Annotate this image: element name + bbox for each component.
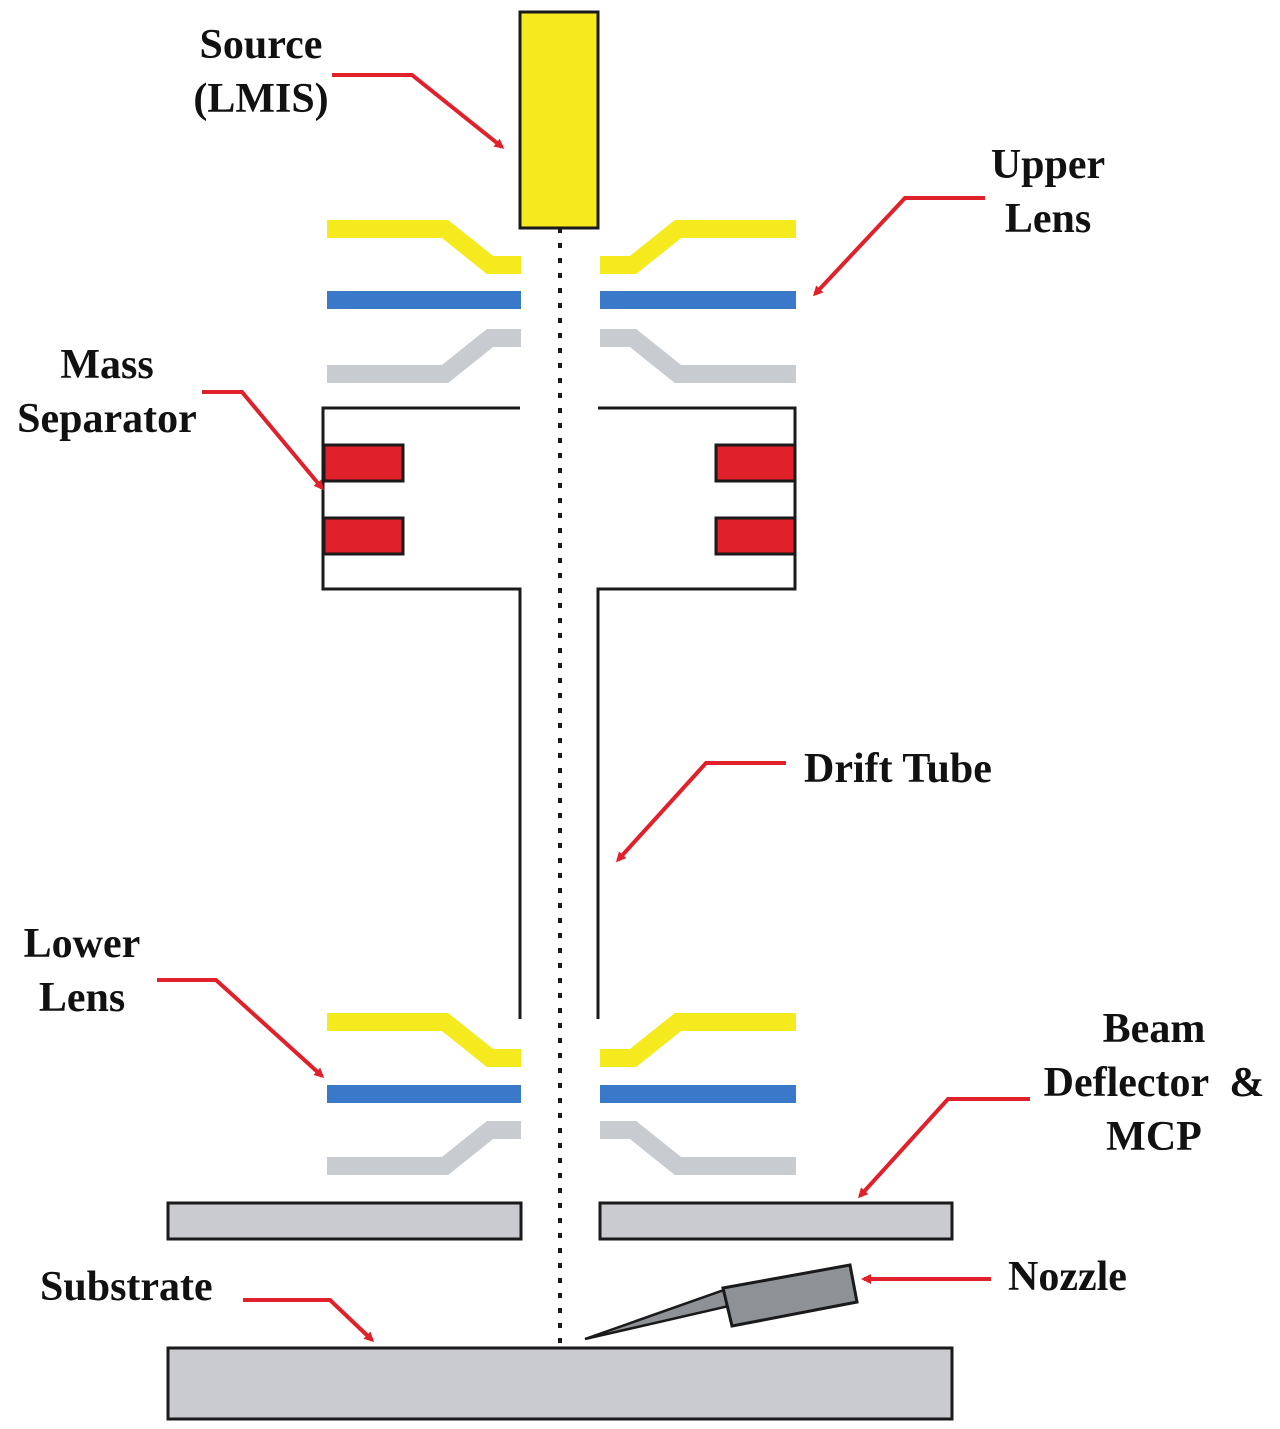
lower-lens-top-right: [600, 1013, 796, 1067]
label-nozzle-text: Nozzle: [1008, 1254, 1127, 1300]
upper-lens-bottom-left: [327, 329, 521, 383]
label-beam-deflector: Beam Deflector & MCP: [1030, 1002, 1278, 1164]
label-drift-tube-text: Drift Tube: [804, 746, 992, 792]
label-nozzle: Nozzle: [1008, 1250, 1127, 1304]
label-lower-lens: Lower Lens: [10, 917, 154, 1025]
lower-lens-bottom-left: [327, 1121, 521, 1175]
label-source-line1: Source: [199, 22, 323, 68]
label-upper-lens-line1: Upper: [990, 142, 1106, 188]
source-block: [518, 10, 600, 230]
label-mass-separator: Mass Separator: [2, 338, 212, 446]
label-substrate-text: Substrate: [40, 1264, 213, 1310]
annotation-arrows: [157, 73, 1030, 1343]
label-source: Source (LMIS): [176, 18, 346, 126]
label-substrate: Substrate: [40, 1260, 213, 1314]
label-lower-lens-line1: Lower: [23, 921, 141, 967]
arrow-lower-lens: [157, 978, 325, 1079]
label-mass-separator-line2: Separator: [17, 396, 197, 442]
upper-lens: [327, 220, 796, 383]
lower-lens: [327, 1013, 796, 1175]
label-upper-lens: Upper Lens: [976, 138, 1120, 246]
lower-lens-top-left: [327, 1013, 521, 1067]
substrate-block: [166, 1346, 954, 1421]
arrow-substrate: [243, 1298, 375, 1343]
label-mass-separator-line1: Mass: [60, 342, 154, 388]
arrow-mass-separator: [202, 390, 324, 491]
label-lower-lens-line2: Lens: [38, 975, 126, 1021]
upper-lens-top-left: [327, 220, 521, 274]
upper-lens-bottom-right: [600, 329, 796, 383]
magnet-upper-left: [322, 443, 405, 483]
label-drift-tube: Drift Tube: [804, 742, 992, 796]
nozzle-shape: [584, 1263, 859, 1341]
lower-lens-bottom-right: [600, 1121, 796, 1175]
deflector-plate-right: [598, 1201, 954, 1241]
magnet-lower-left: [322, 516, 405, 556]
arrow-beam-deflector: [857, 1097, 1030, 1199]
magnet-upper-right: [714, 443, 797, 483]
arrow-upper-lens: [812, 196, 985, 297]
label-beam-deflector-line1: Beam: [1102, 1006, 1206, 1052]
deflector-plate-left: [166, 1201, 523, 1241]
upper-lens-top-right: [600, 220, 796, 274]
label-upper-lens-line2: Lens: [1004, 196, 1092, 242]
label-beam-deflector-line3: MCP: [1106, 1114, 1202, 1160]
label-source-line2: (LMIS): [193, 76, 329, 122]
arrow-drift-tube: [615, 761, 786, 863]
arrow-source: [332, 73, 505, 149]
magnet-lower-right: [714, 516, 797, 556]
label-beam-deflector-line2: Deflector &: [1043, 1060, 1265, 1106]
mass-separator: [321, 406, 797, 1019]
